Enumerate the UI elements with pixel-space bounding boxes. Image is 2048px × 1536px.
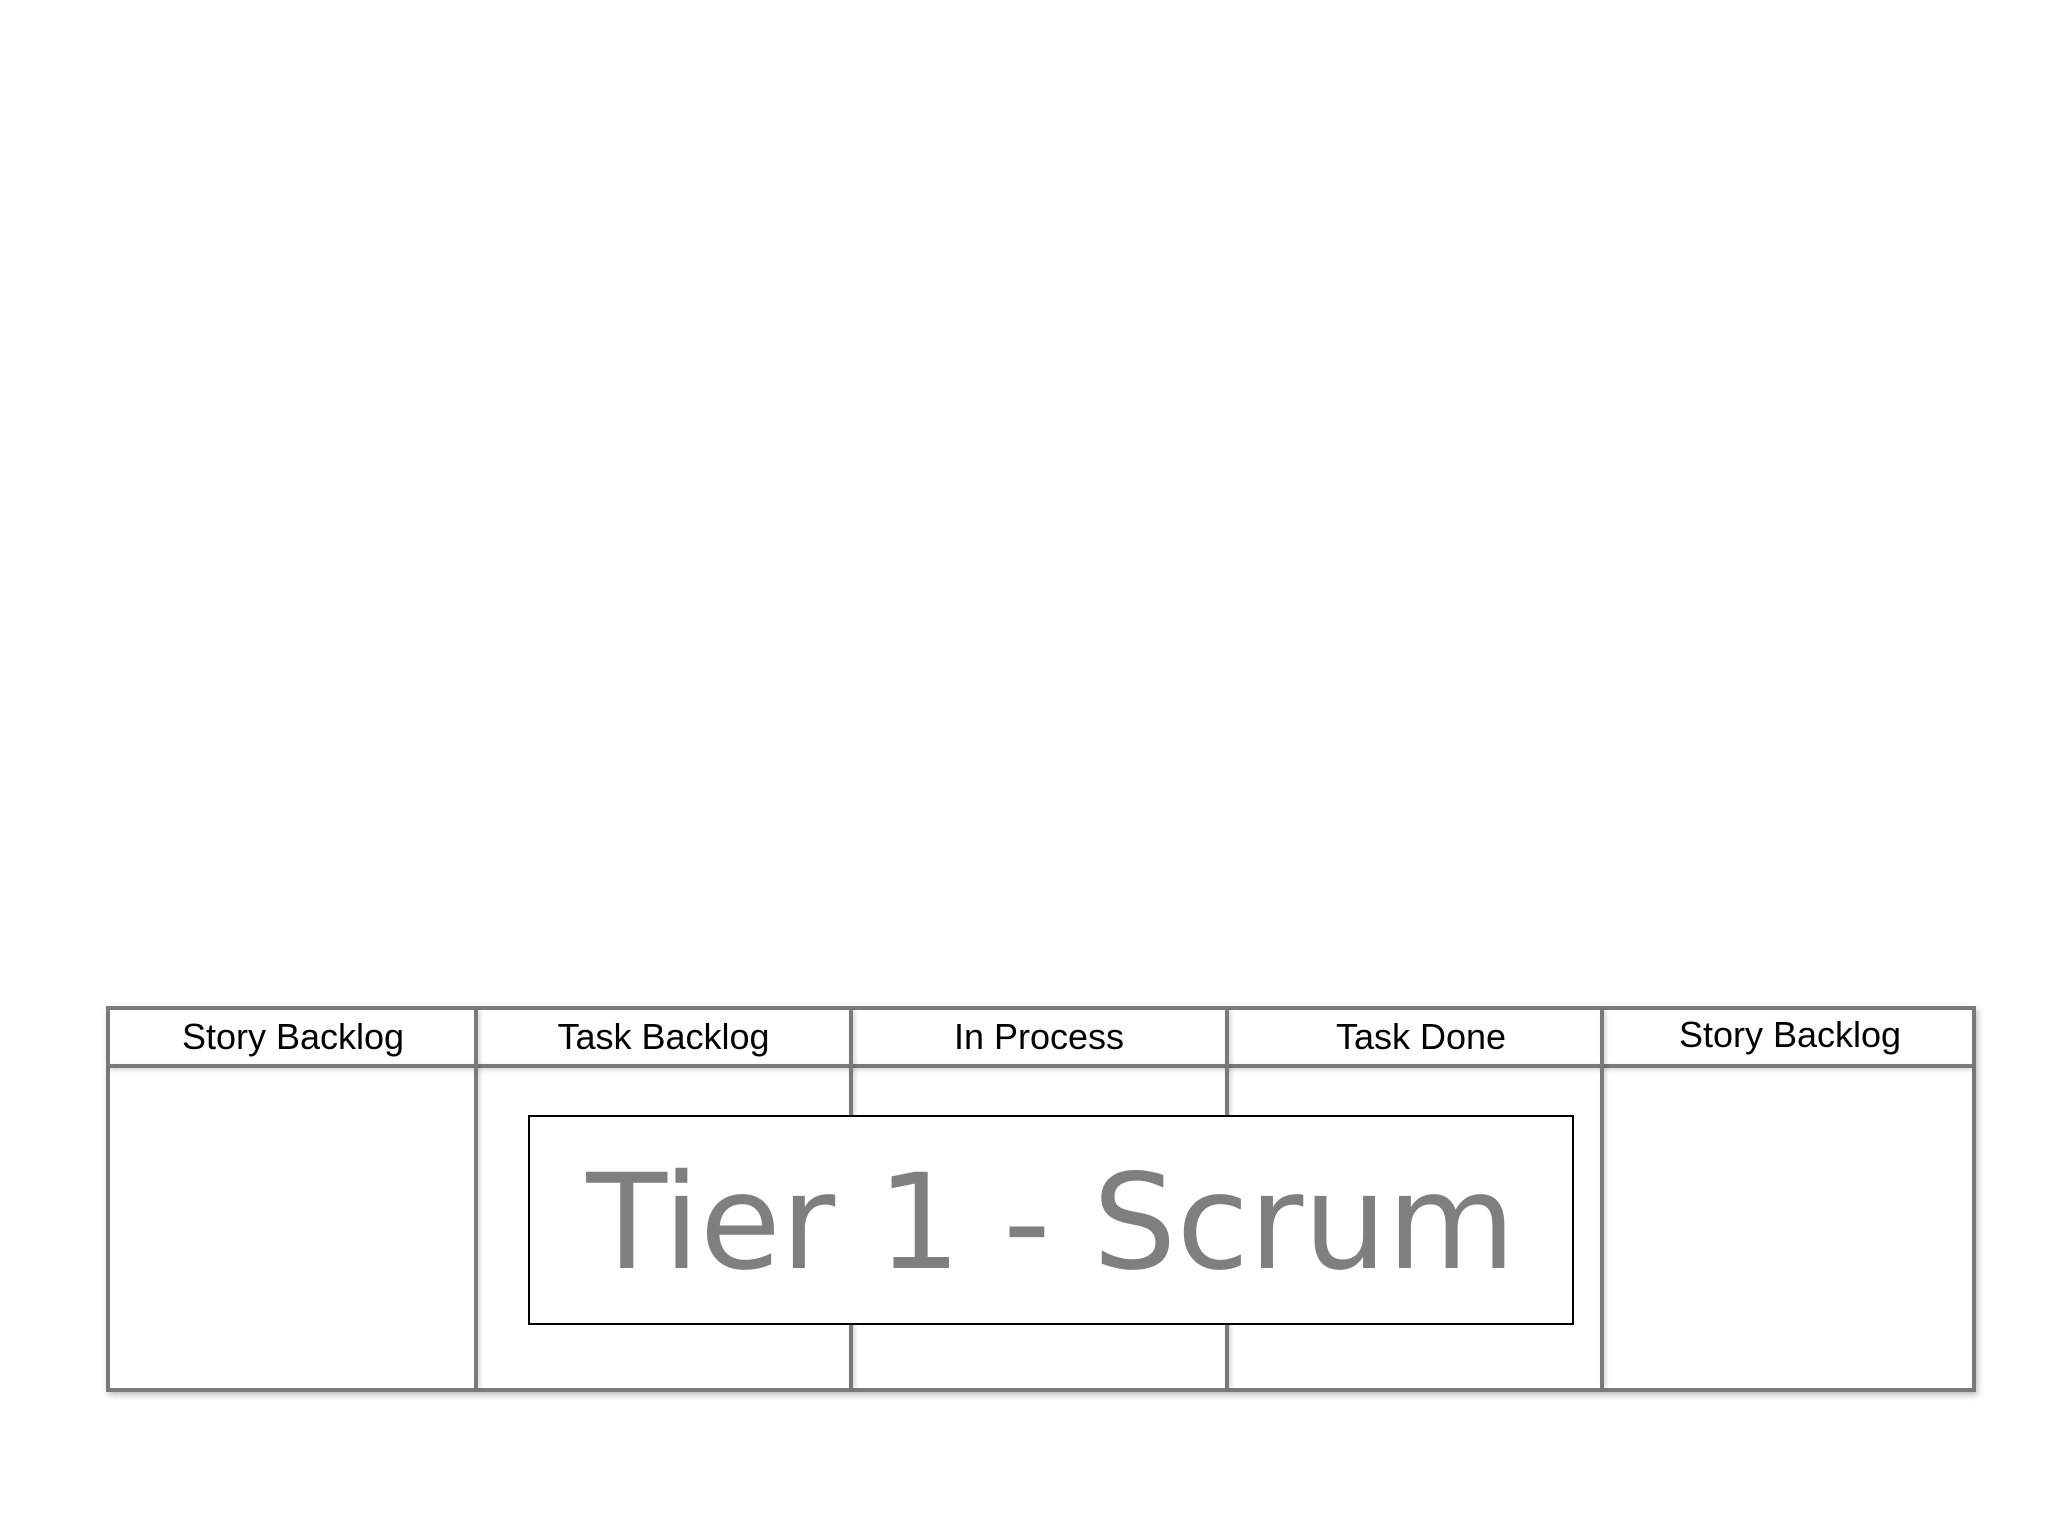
column-divider-4 <box>1600 1010 1604 1388</box>
column-header-in-process: In Process <box>953 1016 1125 1057</box>
column-divider-1 <box>474 1010 478 1388</box>
column-header-story-backlog-2: Story Backlog <box>1678 1014 1902 1055</box>
column-header-story-backlog: Story Backlog <box>181 1016 405 1057</box>
title-box: Tier 1 - Scrum <box>528 1115 1574 1325</box>
column-header-task-backlog: Task Backlog <box>557 1016 770 1057</box>
slide-title: Tier 1 - Scrum <box>586 1146 1516 1300</box>
header-divider <box>110 1064 1972 1068</box>
column-header-task-done: Task Done <box>1335 1016 1507 1057</box>
